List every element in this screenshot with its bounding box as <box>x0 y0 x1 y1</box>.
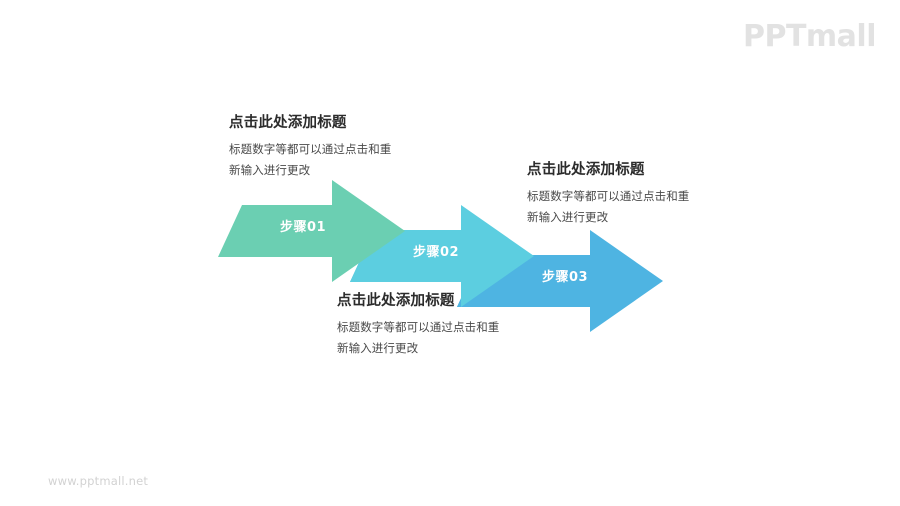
callout-step-01-line-2: 新输入进行更改 <box>229 163 311 178</box>
callout-step-03-title: 点击此处添加标题 <box>527 162 645 178</box>
callout-step-02-line-2: 新输入进行更改 <box>337 341 419 356</box>
callout-step-02-title: 点击此处添加标题 <box>337 293 455 309</box>
callout-step-01-line-1: 标题数字等都可以通过点击和重 <box>229 141 392 156</box>
pptmall-logo: PPTmall <box>742 19 877 54</box>
callout-step-03-line-2: 新输入进行更改 <box>527 210 609 225</box>
arrow-label-step-03: 步骤03 <box>542 270 589 285</box>
callout-step-03-line-1: 标题数字等都可以通过点击和重 <box>527 188 690 203</box>
callout-step-01: 点击此处添加标题 标题数字等都可以通过点击和重 新输入进行更改 <box>229 114 489 181</box>
callout-step-02: 点击此处添加标题 标题数字等都可以通过点击和重 新输入进行更改 <box>337 292 597 359</box>
footer-url: www.pptmall.net <box>48 474 149 488</box>
arrow-label-step-02: 步骤02 <box>413 245 460 260</box>
callout-step-01-title: 点击此处添加标题 <box>229 115 347 131</box>
arrow-step-01[interactable] <box>218 180 405 282</box>
callout-step-03: 点击此处添加标题 标题数字等都可以通过点击和重 新输入进行更改 <box>527 161 787 228</box>
callout-step-02-line-1: 标题数字等都可以通过点击和重 <box>337 319 500 334</box>
arrow-label-step-01: 步骤01 <box>280 220 327 235</box>
arrow-step-01-body <box>218 180 405 282</box>
